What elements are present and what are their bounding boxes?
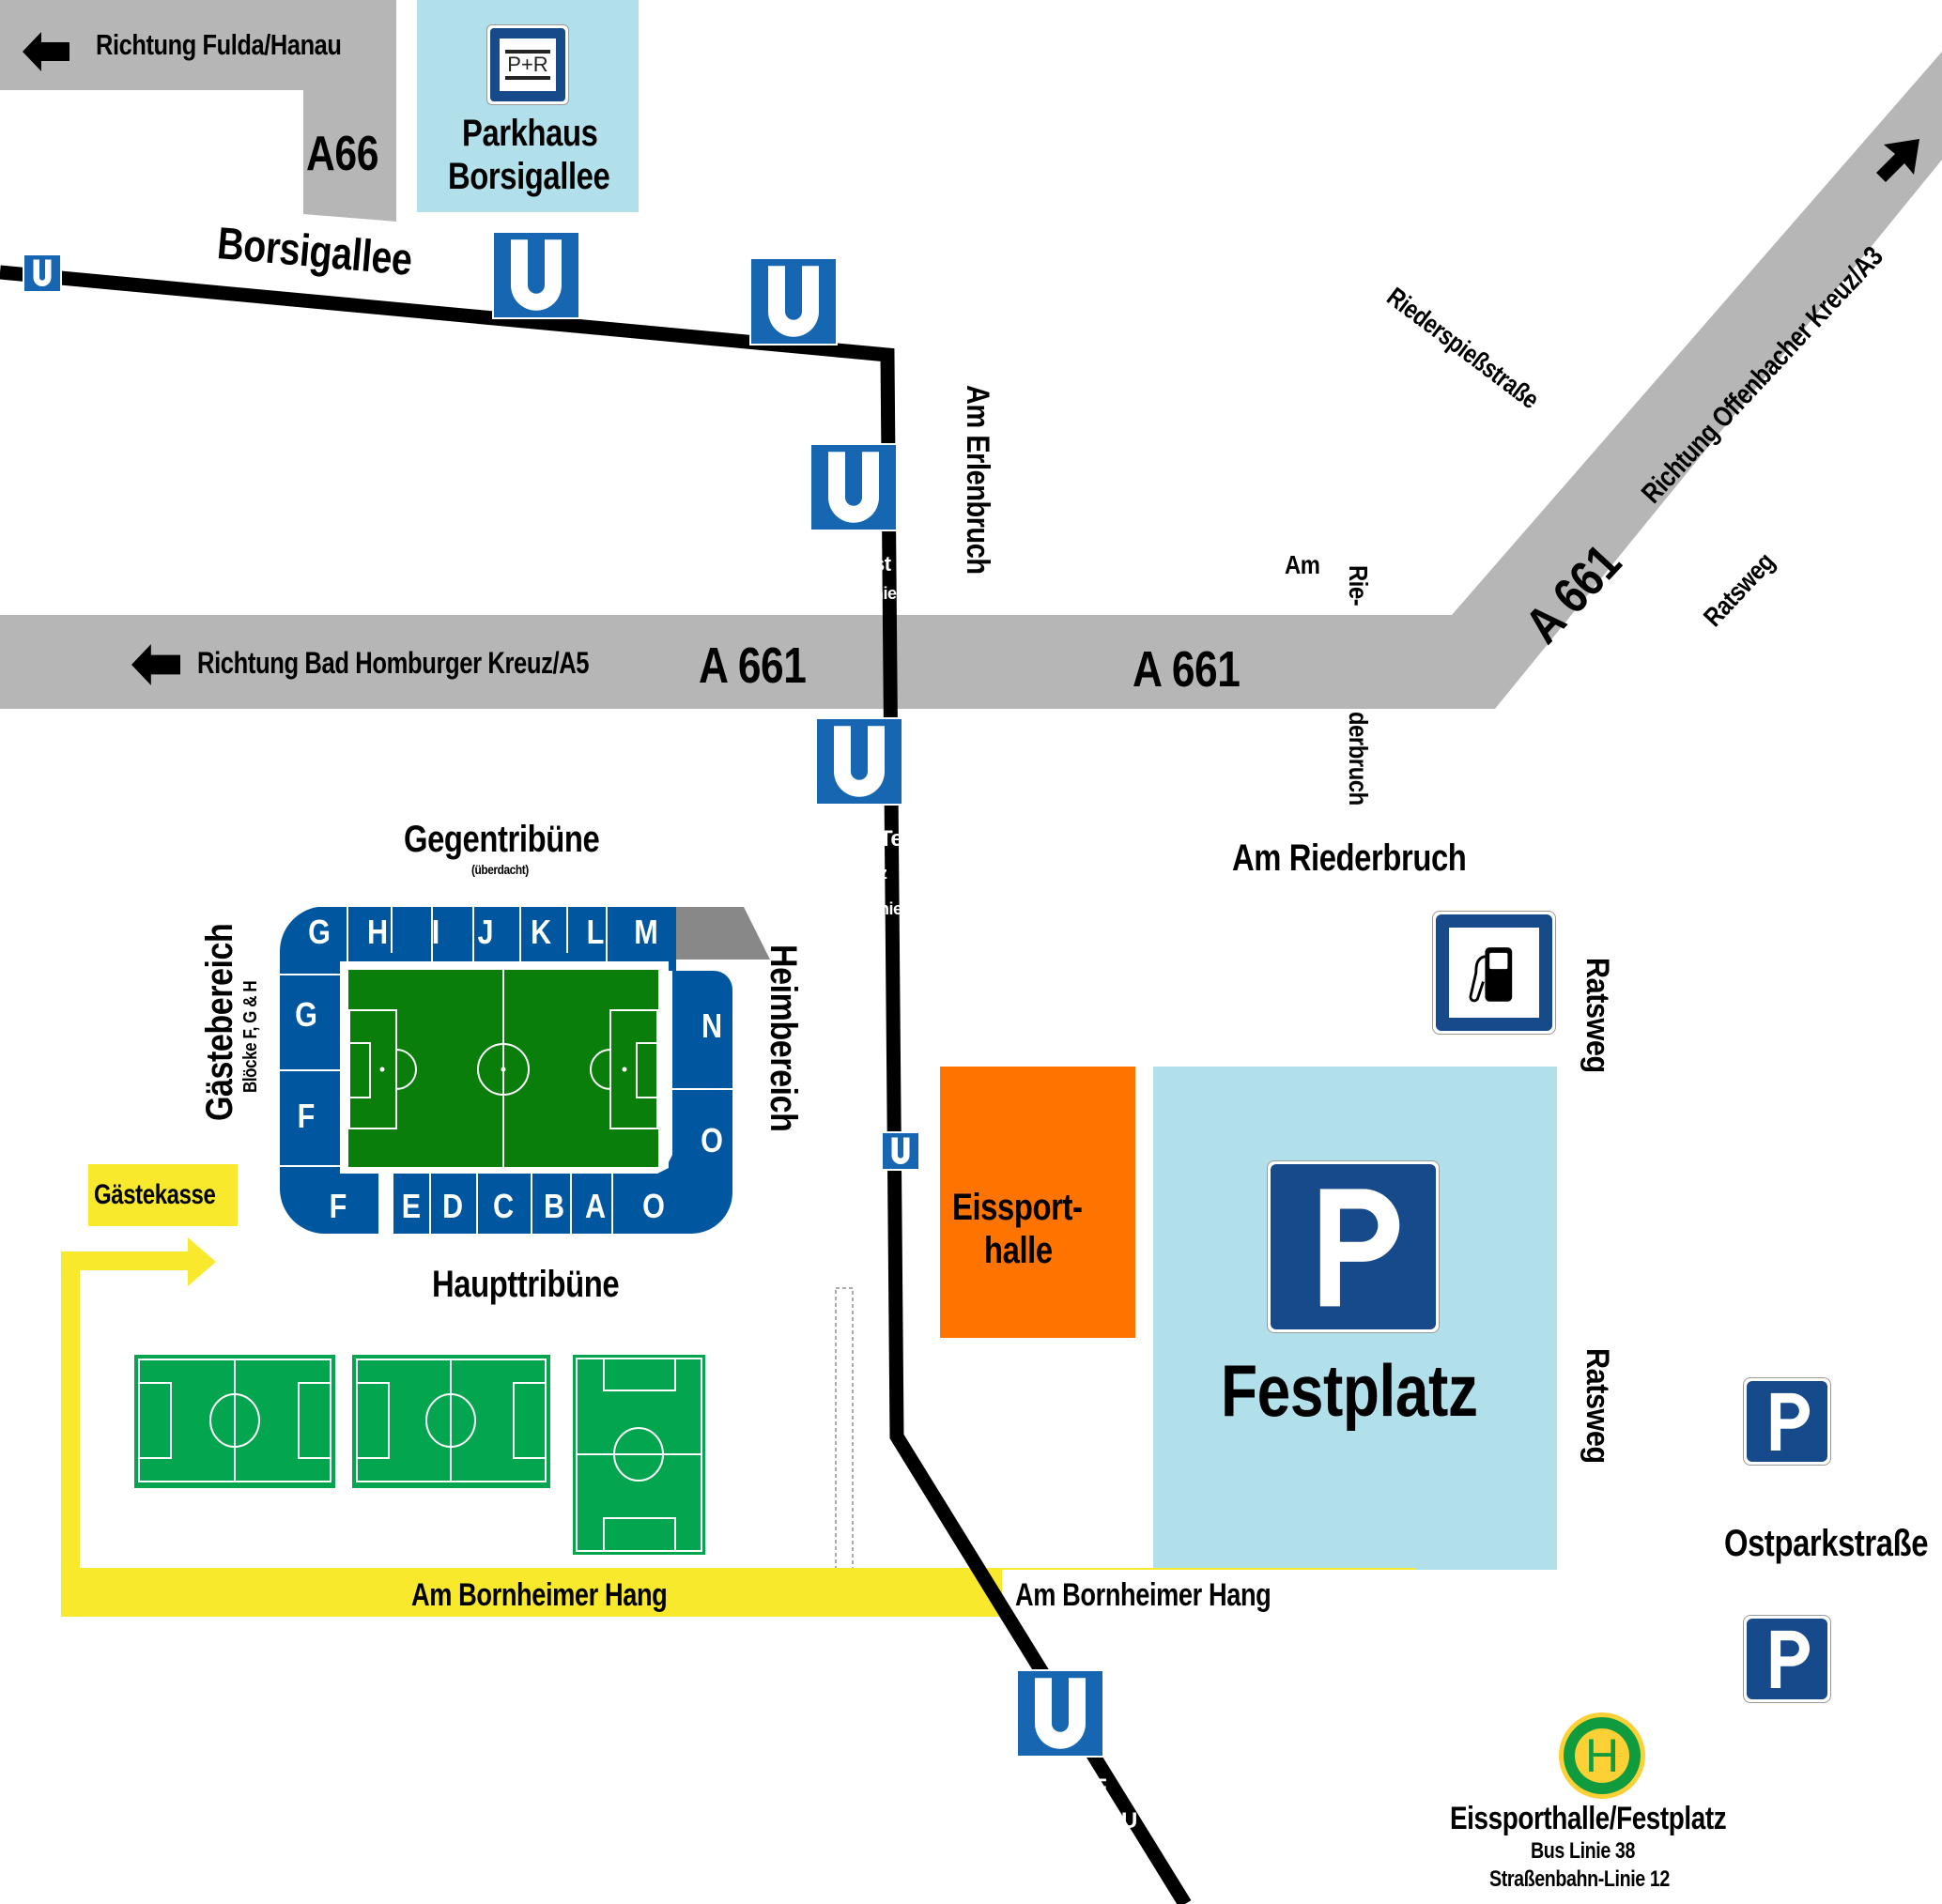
block-label-bottom[interactable]: O	[642, 1187, 665, 1225]
festplatz-label: Festplatz	[1221, 1349, 1478, 1432]
block-label-left[interactable]: G	[295, 995, 317, 1034]
street-am-riederbruch-part2: Rie-	[1344, 565, 1373, 607]
bus-stop-line2: Straßenbahn-Linie 12	[1489, 1866, 1670, 1892]
block-label-right[interactable]: N	[701, 1006, 723, 1045]
bus-stop-line1: Bus Linie 38	[1531, 1838, 1636, 1864]
ubahn-station-icon[interactable]	[1016, 1669, 1104, 1758]
haupttribuene-label: Haupttribüne	[432, 1264, 620, 1305]
parking-icon	[1770, 1630, 1811, 1688]
eissporthalle-label-line2: halle	[984, 1230, 1053, 1271]
gaestebereich-note: Blöcke F, G & H	[240, 980, 261, 1093]
block-label-bottom[interactable]: D	[441, 1187, 464, 1225]
arrow-left-icon	[23, 32, 69, 76]
street-ratsweg-upper: Ratsweg	[1580, 958, 1615, 1073]
street-am-riederbruch: Am Riederbruch	[1232, 837, 1467, 879]
bus-stop-icon[interactable]: H	[1559, 1712, 1645, 1799]
road-edge	[1002, 1568, 1415, 1570]
street-ostparkstrasse: Ostparkstraße	[1724, 1523, 1929, 1564]
festplatz-parking-sign[interactable]	[1267, 1160, 1440, 1333]
line-label-fragment: nie	[873, 584, 897, 603]
block-label-top[interactable]: K	[530, 913, 552, 951]
gaestekasse-label: Gästekasse	[94, 1179, 216, 1210]
a66-label: A66	[306, 127, 379, 181]
a661-highway	[0, 52, 1942, 709]
heimbereich-label: Heimbereich	[763, 944, 804, 1132]
parkhaus-label-line1: Parkhaus	[462, 113, 598, 154]
a66-highway	[0, 0, 396, 222]
arrow-up-right-icon	[1876, 139, 1919, 187]
a66-direction-label: Richtung Fulda/Hanau	[96, 28, 342, 61]
parking-sign[interactable]	[1743, 1377, 1831, 1466]
ubahn-station-icon[interactable]	[23, 253, 62, 293]
parkhaus-label-line2: Borsigallee	[448, 156, 610, 197]
guest-route	[61, 1237, 1002, 1617]
block-label-left[interactable]: F	[297, 1097, 316, 1135]
block-label-top[interactable]: G	[308, 913, 331, 951]
eissporthalle-label-line1: Eissport-	[952, 1187, 1083, 1228]
street-ratsweg-lower: Ratsweg	[1580, 1348, 1615, 1464]
block-label-right[interactable]: O	[701, 1121, 723, 1159]
street-am-riederbruch-part3: derbruch	[1344, 712, 1373, 806]
gegentribuene-note: (überdacht)	[471, 862, 529, 877]
eissporthalle-building	[940, 1067, 1135, 1338]
park-and-ride-sign: P+R	[486, 24, 569, 105]
street-am-erlenbruch: Am Erlenbruch	[960, 385, 995, 575]
gaestebereich-label: Gästebereich	[199, 923, 240, 1121]
street-am-riederbruch-part1: Am	[1285, 550, 1320, 579]
line-label-fragment: nie	[879, 899, 902, 918]
street-am-bornheimer-hang: Am Bornheimer Hang	[1015, 1577, 1272, 1613]
block-label-bottom[interactable]: F	[329, 1187, 347, 1225]
ubahn-station-icon[interactable]	[881, 1131, 920, 1171]
gaestekasse-box[interactable]	[88, 1164, 238, 1226]
a661-label-west: A 661	[699, 637, 807, 694]
arrow-left-icon	[131, 644, 180, 690]
line-label-fragment: st	[873, 552, 891, 576]
gegentribuene-label: Gegentribüne	[404, 819, 600, 860]
parking-sign[interactable]	[1743, 1615, 1831, 1703]
block-label-bottom[interactable]: C	[492, 1187, 515, 1225]
fuel-station-sign[interactable]	[1432, 911, 1556, 1035]
parking-icon	[1770, 1392, 1811, 1451]
ubahn-station-icon[interactable]	[815, 717, 903, 806]
line-label-fragment: z	[879, 864, 887, 883]
line-label-fragment: Te	[879, 826, 903, 852]
line-label-fragment: e	[864, 366, 875, 390]
footpath-dashed	[835, 1287, 854, 1571]
ubahn-station-icon[interactable]	[809, 443, 898, 531]
ubahn-station-icon[interactable]	[749, 257, 838, 345]
block-label-bottom[interactable]: B	[543, 1187, 565, 1225]
block-label-top[interactable]: I	[431, 913, 440, 951]
line-label-fragment: U	[1121, 1808, 1137, 1834]
a661-label-middle: A 661	[1133, 641, 1241, 698]
a661-direction-label-west: Richtung Bad Homburger Kreuz/A5	[197, 646, 590, 680]
line-label-fragment: /F	[1087, 1774, 1107, 1800]
parking-icon	[1319, 1189, 1400, 1307]
block-label-top[interactable]: L	[586, 913, 605, 951]
ubahn-station-icon[interactable]	[492, 231, 580, 319]
block-label-top[interactable]: H	[366, 913, 389, 951]
block-label-top[interactable]: M	[634, 913, 658, 951]
bus-stop-symbol: H	[1584, 1729, 1620, 1782]
block-label-top[interactable]: J	[477, 913, 494, 951]
street-am-bornheimer-hang-route: Am Bornheimer Hang	[411, 1577, 668, 1613]
block-label-bottom[interactable]: A	[584, 1187, 607, 1225]
bus-stop-name: Eissporthalle/Festplatz	[1450, 1801, 1727, 1836]
block-label-bottom[interactable]: E	[401, 1187, 422, 1225]
fuel-pump-icon	[1469, 947, 1513, 1003]
park-and-ride-label: P+R	[505, 50, 550, 80]
